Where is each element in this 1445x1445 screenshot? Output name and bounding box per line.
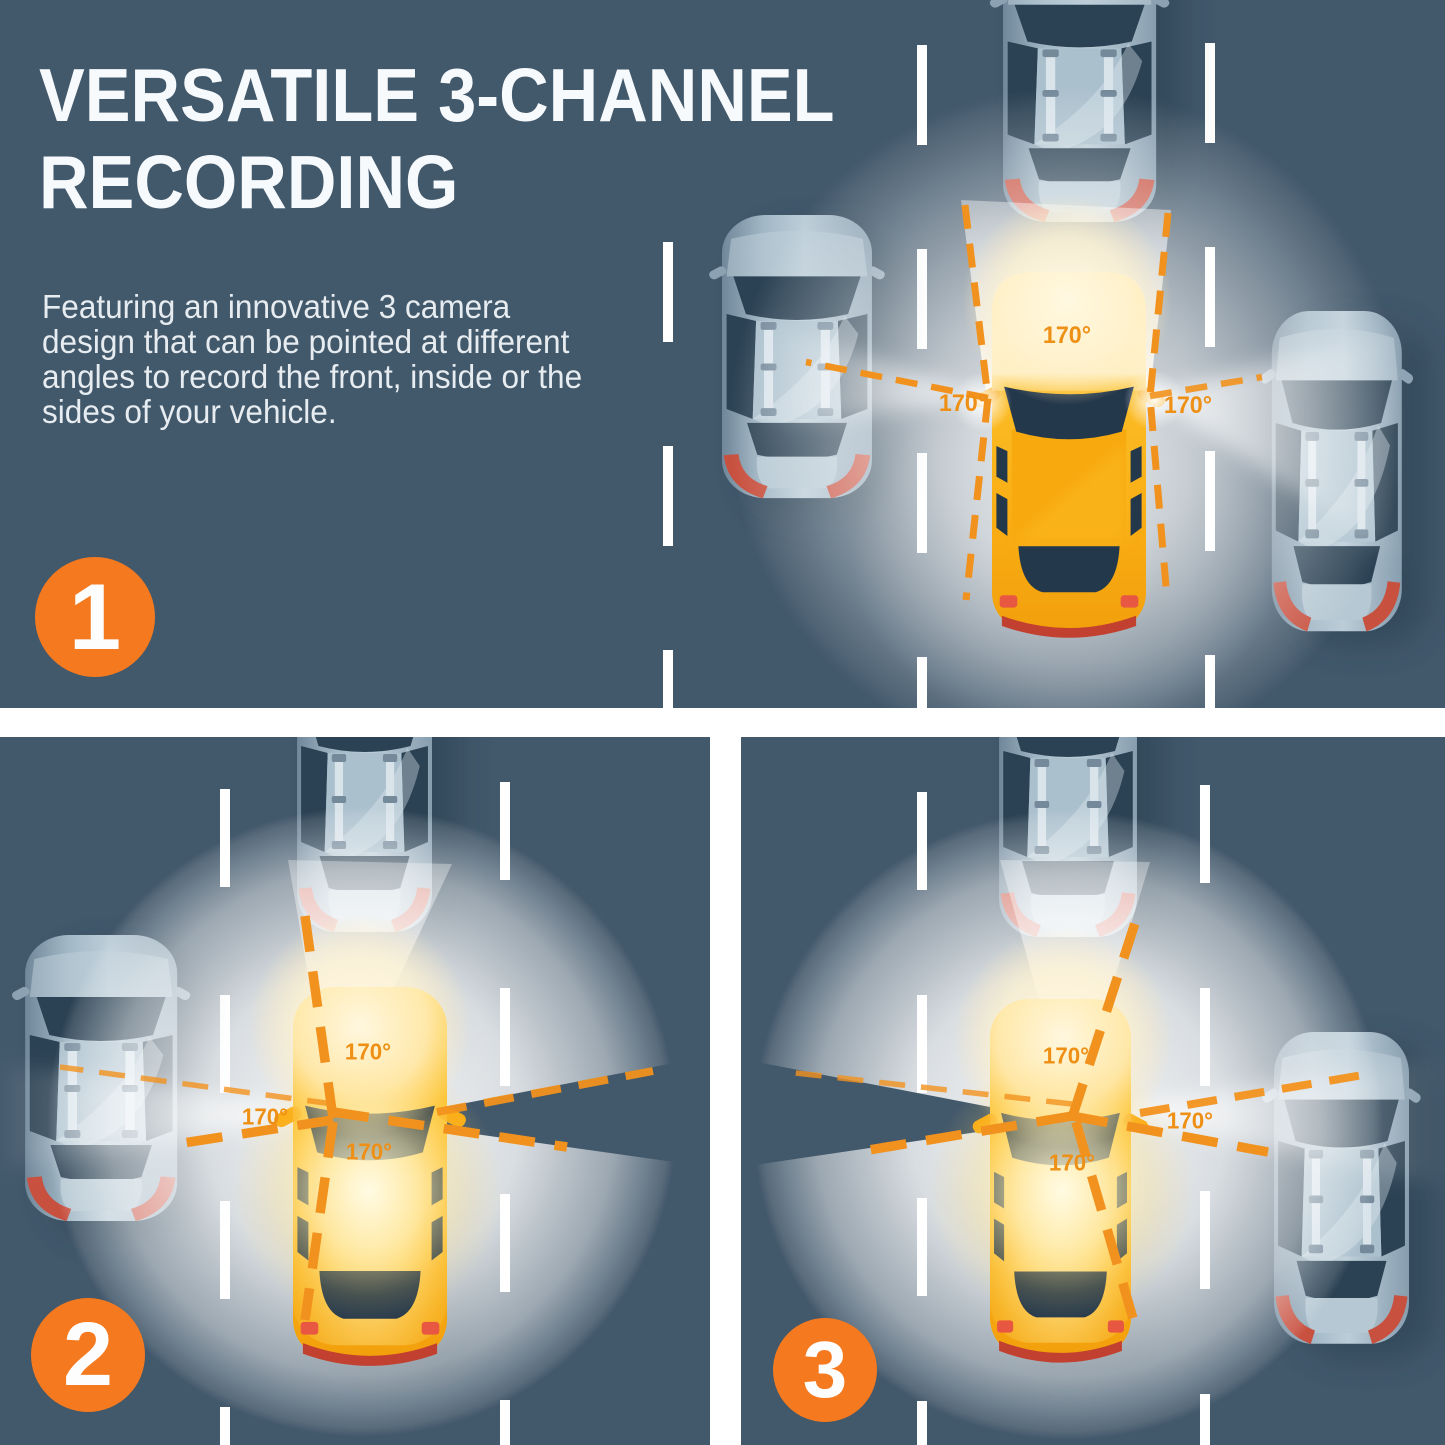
fov-rays-2 — [59, 915, 654, 1321]
mirror-glare-right-1 — [1124, 370, 1184, 430]
right-fov-glow-1 — [1150, 325, 1405, 565]
scene-1-road — [0, 0, 1445, 708]
lane-markings-1 — [663, 43, 1215, 708]
left-fov-glow-2 — [0, 1062, 333, 1171]
hood-glow-1 — [962, 195, 1172, 405]
fov-rays-1 — [805, 204, 1263, 601]
fov-rays-3 — [786, 918, 1364, 1324]
mirror-glare-left-1 — [952, 372, 1012, 432]
right-fov-glow-3 — [1100, 1058, 1445, 1188]
uncovered-wedge-3 — [741, 1059, 1072, 1167]
scene-3-road — [741, 737, 1445, 1445]
cabin-glow-3 — [928, 1056, 1196, 1324]
scene-2-road — [0, 737, 710, 1445]
uncovered-wedge-2 — [333, 1056, 710, 1167]
